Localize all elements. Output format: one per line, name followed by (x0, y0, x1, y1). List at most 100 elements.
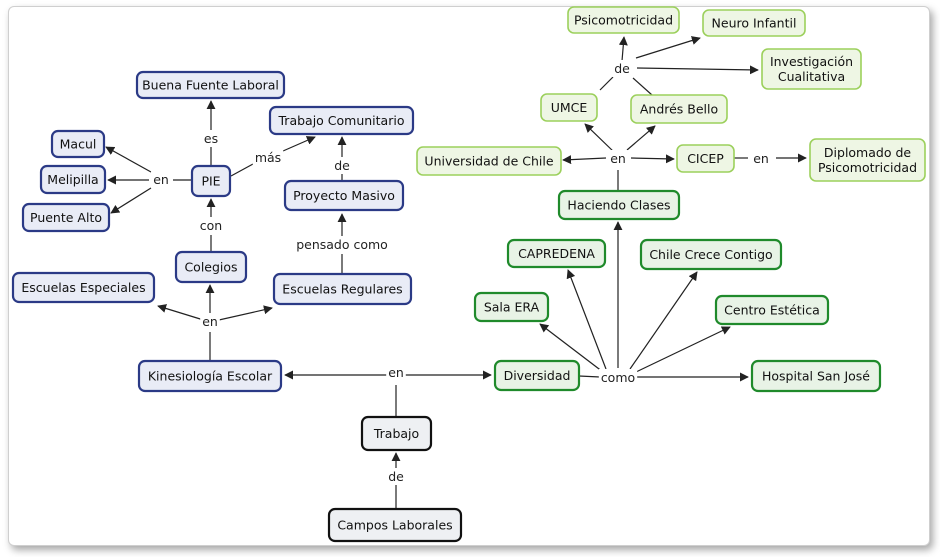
concept-label: Trabajo Comunitario (278, 113, 405, 128)
link-label-bg (294, 236, 390, 253)
concept-chilecrece[interactable]: Chile Crece Contigo (639, 238, 783, 271)
concept-andres[interactable]: Andrés Bello (630, 94, 728, 124)
concept-comunitario[interactable]: Trabajo Comunitario (268, 105, 415, 136)
concept-box (557, 189, 681, 221)
concept-melipilla[interactable]: Melipilla (39, 164, 107, 195)
link-label-bg (598, 369, 638, 386)
concept-masivo[interactable]: Proyecto Masivo (283, 179, 405, 212)
connections (105, 36, 807, 509)
connector-line (230, 163, 254, 177)
concept-label: Buena Fuente Laboral (142, 78, 279, 93)
concept-box (21, 202, 111, 233)
concept-label: Haciendo Clases (567, 198, 670, 213)
concept-box (268, 105, 415, 136)
connector-line (578, 375, 601, 378)
link-label-bg (608, 150, 628, 167)
concept-estetica[interactable]: Centro Estética (714, 294, 830, 326)
lbl-en-trabajo: en (388, 365, 404, 380)
connector-line (539, 323, 604, 373)
concept-box (639, 238, 783, 271)
concept-label: Trabajo (373, 426, 419, 441)
concept-neuro[interactable]: Neuro Infantil (702, 9, 806, 37)
concept-colegios[interactable]: Colegios (174, 250, 248, 284)
connector-line (105, 146, 152, 173)
concept-box (809, 138, 926, 182)
connector-line (618, 36, 628, 62)
connector-line (110, 187, 152, 214)
concept-box (714, 294, 830, 326)
concept-label: PIE (201, 174, 220, 189)
lbl-en-kinesio: en (202, 314, 218, 329)
concept-box (174, 250, 248, 284)
concept-diversidad[interactable]: Diversidad (493, 359, 581, 392)
concept-label: Macul (60, 137, 97, 152)
concept-label: Diversidad (504, 368, 571, 383)
concept-box (283, 179, 405, 212)
lbl-en-cicep: en (753, 151, 769, 166)
concept-label: Proyecto Masivo (293, 188, 395, 203)
concept-box (360, 415, 433, 452)
concept-box (11, 271, 156, 304)
concept-box (190, 164, 232, 198)
concept-box (702, 9, 806, 37)
link-label-bg (252, 149, 284, 166)
concept-macul[interactable]: Macul (50, 129, 106, 159)
concept-umce[interactable]: UMCE (540, 93, 598, 122)
link-label-bg (201, 130, 221, 147)
link-label-bg (612, 60, 633, 77)
concept-hospital[interactable]: Hospital San José (750, 359, 882, 393)
connector-line (636, 65, 759, 75)
concept-label: Puente Alto (30, 210, 102, 225)
concept-cicep[interactable]: CICEP (676, 144, 735, 173)
lbl-de-umce: de (614, 61, 630, 76)
concept-box (327, 507, 463, 543)
link-label-bg (197, 217, 225, 234)
concept-capredena[interactable]: CAPREDENA (506, 238, 607, 269)
concept-label: Centro Estética (724, 303, 820, 318)
concept-uchile[interactable]: Universidad de Chile (416, 146, 562, 176)
concept-kinesio[interactable]: Kinesiología Escolar (137, 359, 283, 393)
lbl-de-campos: de (388, 469, 404, 484)
concept-label: Chile Crece Contigo (649, 247, 772, 262)
concept-label: Psicomotricidad (818, 160, 917, 175)
concept-regulares[interactable]: Escuelas Regulares (272, 272, 413, 306)
concept-label: Campos Laborales (337, 518, 452, 533)
connector-line (209, 305, 273, 323)
concept-box (135, 70, 286, 100)
concept-box (137, 359, 283, 393)
concept-label: Escuelas Especiales (21, 280, 145, 295)
link-label-bg (200, 313, 220, 330)
connector-line (626, 125, 656, 151)
concept-sala[interactable]: Sala ERA (473, 291, 550, 323)
connector-line (630, 154, 675, 164)
connector-line (282, 136, 316, 152)
concept-label: Colegios (184, 260, 237, 275)
link-label-bg (386, 364, 406, 381)
concept-psico[interactable]: Psicomotricidad (567, 6, 680, 34)
concept-pie[interactable]: PIE (190, 164, 232, 198)
concept-label: Cualitativa (778, 69, 845, 84)
concept-label: Hospital San José (762, 369, 870, 384)
concept-esp[interactable]: Escuelas Especiales (11, 271, 156, 304)
concept-box (676, 144, 735, 173)
concept-puente[interactable]: Puente Alto (21, 202, 111, 233)
lbl-pensado: pensado como (296, 237, 388, 252)
concept-label: Escuelas Regulares (282, 282, 402, 297)
concept-label: Universidad de Chile (424, 154, 553, 169)
connector-line (632, 77, 653, 96)
concept-campos[interactable]: Campos Laborales (327, 507, 463, 543)
lbl-es: es (204, 131, 218, 146)
concept-trabajo[interactable]: Trabajo (360, 415, 433, 452)
concept-buena[interactable]: Buena Fuente Laboral (135, 70, 286, 100)
concept-box (50, 129, 106, 159)
concept-box (272, 272, 413, 306)
link-label-bg (751, 150, 771, 167)
connector-line (562, 155, 607, 165)
connector-line (584, 123, 616, 154)
concept-haciendo[interactable]: Haciendo Clases (557, 189, 681, 221)
lbl-de-masivo: de (334, 158, 350, 173)
